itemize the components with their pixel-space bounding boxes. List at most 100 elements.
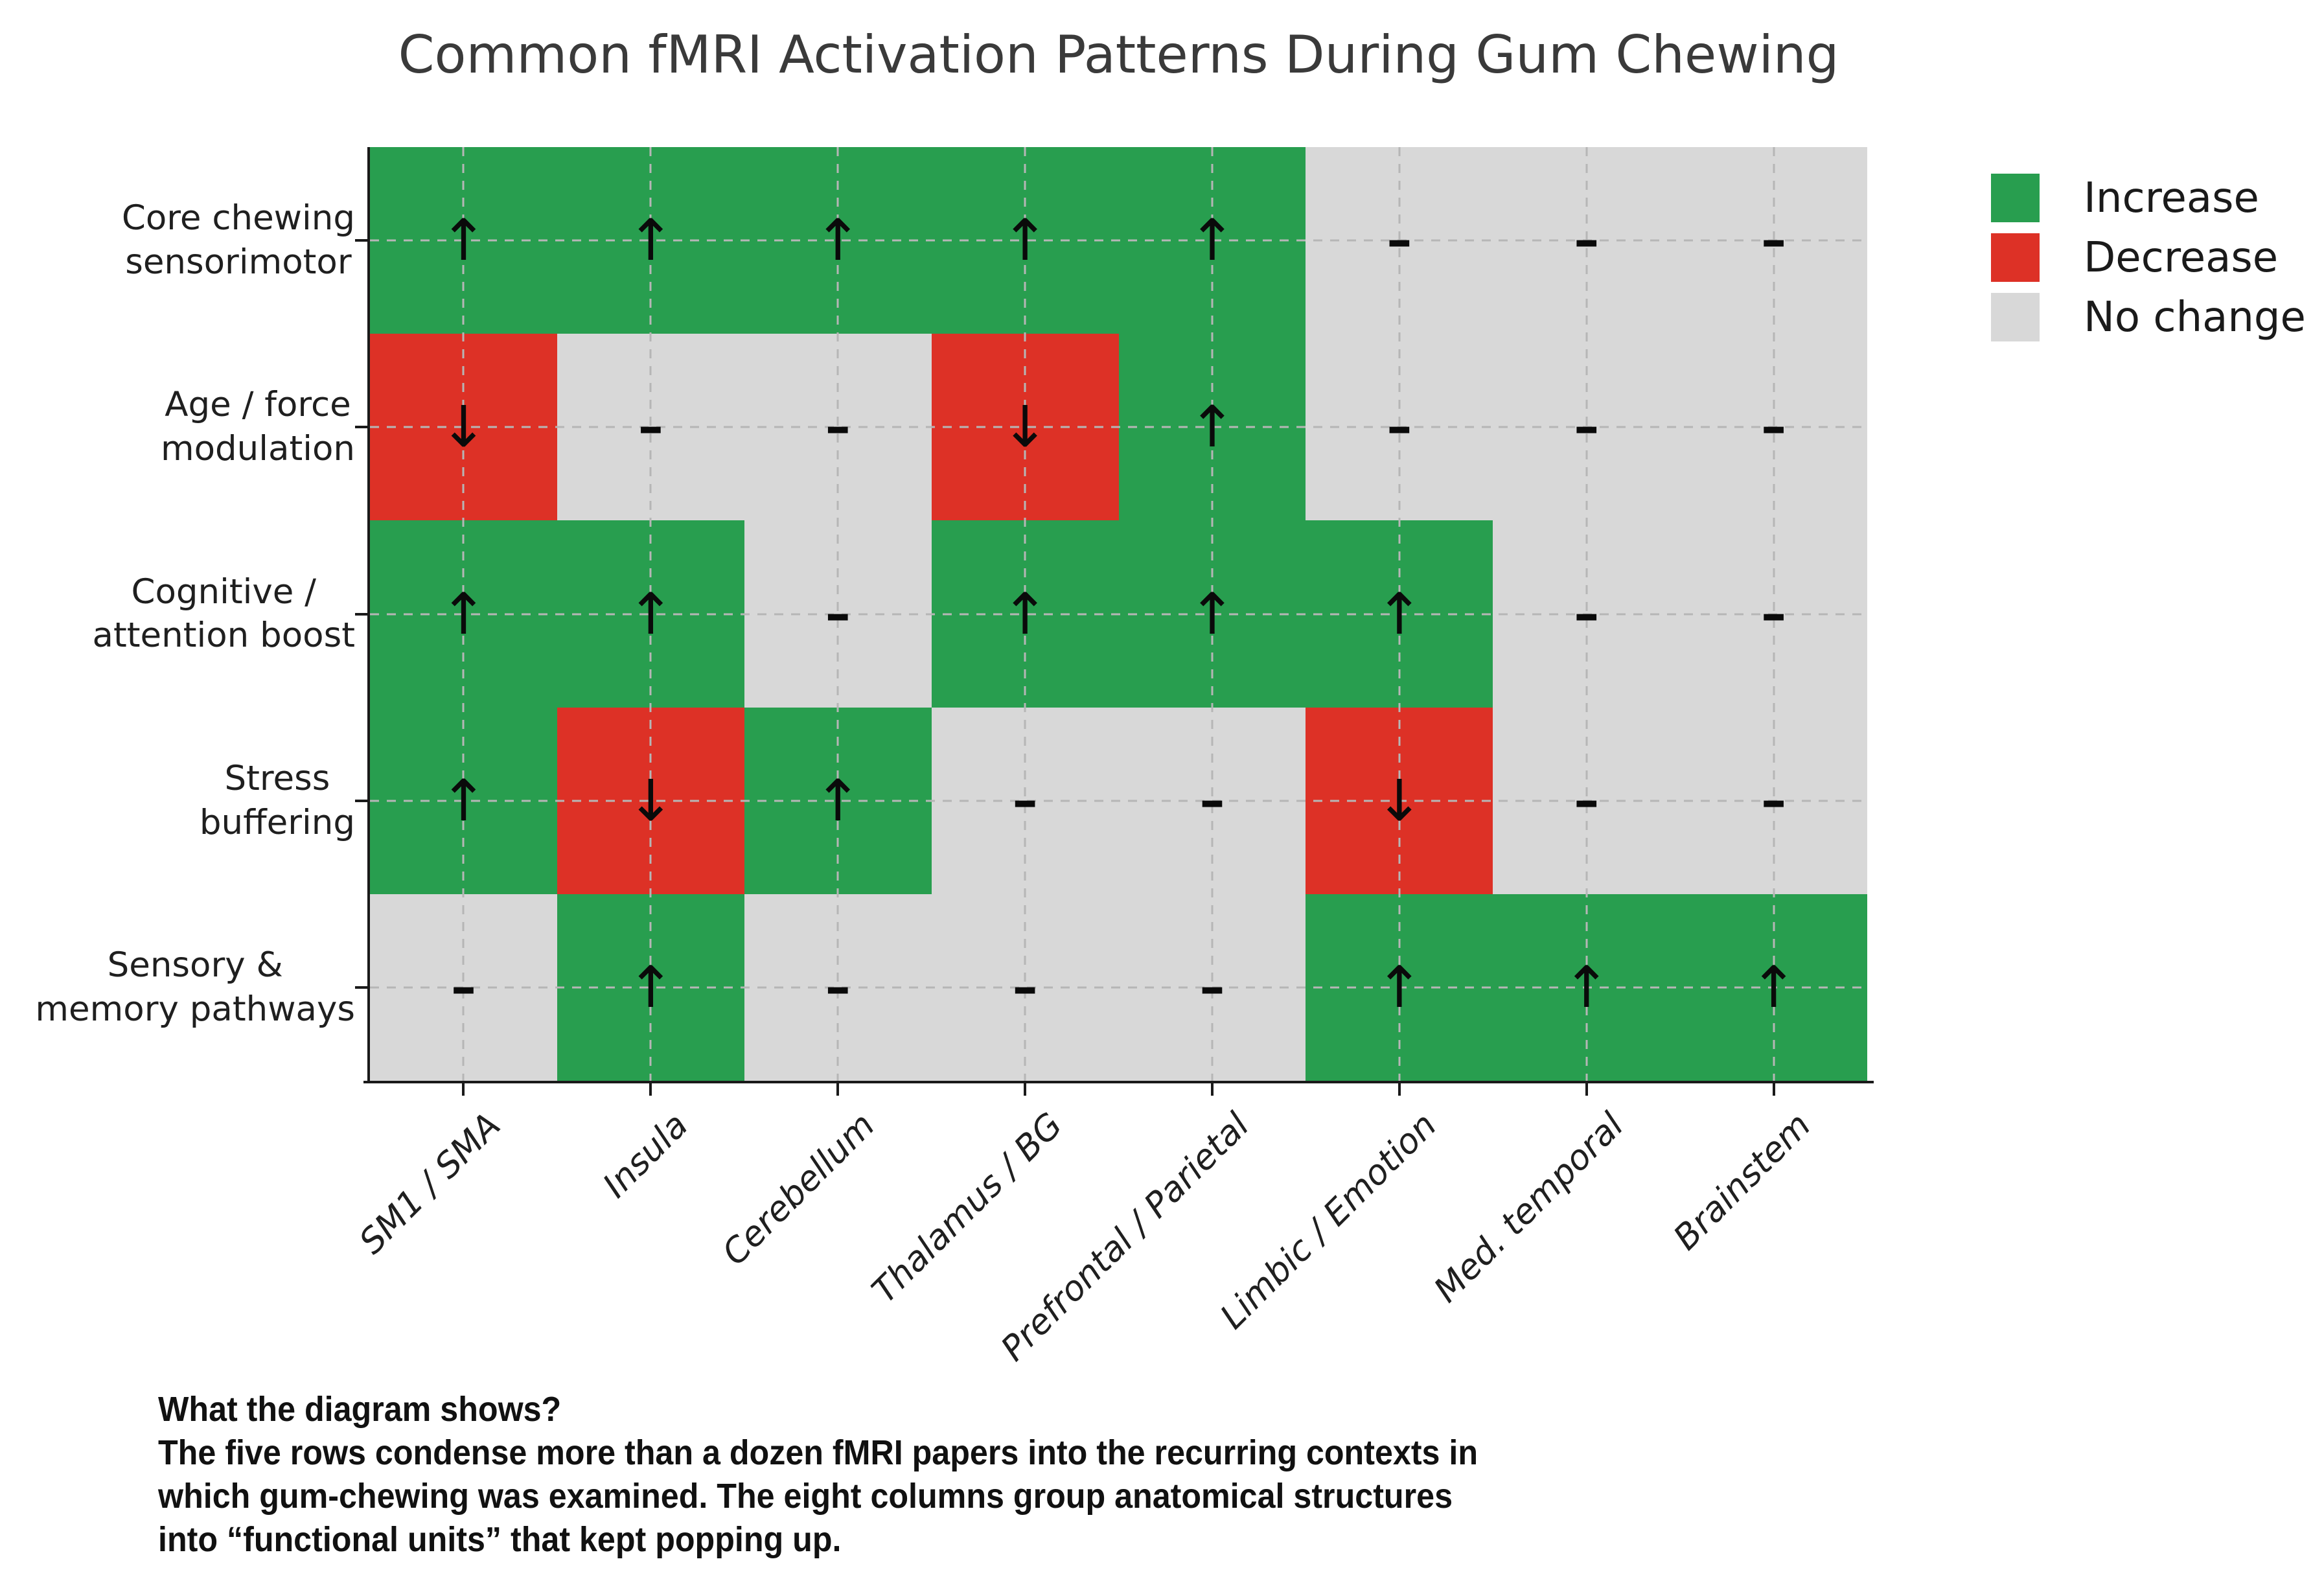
legend: Increase Decrease No change (1991, 174, 2306, 352)
no-change-dash-icon: – (1012, 958, 1038, 1017)
x-axis-label: Brainstem (1666, 1105, 1819, 1258)
no-change-dash-icon: – (638, 398, 663, 457)
y-axis-spine (367, 147, 370, 1083)
y-axis-label-line: Core chewing (121, 198, 355, 238)
no-change-dash-icon: – (1574, 584, 1600, 643)
y-tick (355, 612, 367, 616)
gridline-horizontal (370, 426, 1867, 428)
decrease-swatch-icon (1991, 233, 2040, 282)
y-axis-label: Cognitive /attention boost (0, 570, 356, 658)
x-tick (1772, 1083, 1775, 1096)
caption-line-2: The five rows condense more than a dozen… (158, 1433, 1478, 1472)
increase-arrow-icon: ↑ (1188, 393, 1236, 461)
y-axis-label-text: Cognitive /attention boost (93, 570, 356, 658)
x-tick (1398, 1083, 1401, 1096)
no-change-dash-icon: – (1386, 398, 1412, 457)
no-change-dash-icon: – (825, 398, 851, 457)
increase-arrow-icon: ↑ (1749, 953, 1798, 1021)
increase-arrow-icon: ↑ (814, 207, 862, 274)
x-tick (462, 1083, 465, 1096)
gridline-horizontal (370, 986, 1867, 989)
no-change-dash-icon: – (1012, 771, 1038, 830)
no-change-dash-icon: – (825, 958, 851, 1017)
no-change-swatch-icon (1991, 293, 2040, 341)
no-change-dash-icon: – (1761, 211, 1787, 270)
no-change-dash-icon: – (450, 958, 476, 1017)
decrease-arrow-icon: ↓ (1001, 393, 1049, 461)
no-change-dash-icon: – (1574, 211, 1600, 270)
no-change-dash-icon: – (1761, 398, 1787, 457)
gridline-horizontal (370, 800, 1867, 802)
x-axis-label: Insula (595, 1105, 696, 1206)
x-tick (1210, 1083, 1214, 1096)
legend-item-decrease: Decrease (1991, 233, 2306, 282)
increase-arrow-icon: ↑ (627, 580, 675, 647)
y-axis-label-line: memory pathways (35, 989, 355, 1029)
y-tick (355, 426, 367, 429)
x-axis-label: Thalamus / BG (864, 1105, 1070, 1311)
y-axis-label-line: Sensory & (107, 945, 283, 986)
increase-arrow-icon: ↑ (439, 207, 488, 274)
increase-arrow-icon: ↑ (439, 580, 488, 647)
legend-label-decrease: Decrease (2084, 233, 2279, 282)
chart-title: Common fMRI Activation Patterns During G… (398, 25, 1839, 85)
increase-arrow-icon: ↑ (1375, 953, 1423, 1021)
no-change-dash-icon: – (1574, 398, 1600, 457)
x-tick (1585, 1083, 1588, 1096)
legend-label-increase: Increase (2084, 174, 2259, 222)
y-axis-label: Sensory &memory pathways (0, 943, 355, 1032)
y-tick (355, 799, 367, 802)
decrease-arrow-icon: ↓ (1375, 767, 1423, 834)
increase-arrow-icon: ↑ (1001, 580, 1049, 647)
no-change-dash-icon: – (825, 584, 851, 643)
caption-line-3: which gum-chewing was examined. The eigh… (158, 1477, 1453, 1516)
y-axis-label-line: Cognitive / (131, 571, 317, 612)
heatmap-plot-area: ↑↑↑↑↑–––↓––↓↑–––↑↑–↑↑↑––↑↓↑––↓–––↑–––↑↑↑ (370, 147, 1867, 1081)
no-change-dash-icon: – (1574, 771, 1600, 830)
y-axis-label-text: Sensory &memory pathways (35, 943, 355, 1032)
decrease-arrow-icon: ↓ (627, 767, 675, 834)
x-tick (1024, 1083, 1027, 1096)
y-axis-label-line: sensorimotor (125, 242, 352, 283)
increase-arrow-icon: ↑ (1001, 207, 1049, 274)
y-axis-label-line: Age / force (165, 385, 351, 425)
gridline-horizontal (370, 613, 1867, 615)
y-tick (355, 239, 367, 242)
caption-line-1: What the diagram shows? (158, 1390, 562, 1429)
y-axis-label-line: attention boost (92, 616, 356, 656)
caption: What the diagram shows? The five rows co… (158, 1388, 1478, 1562)
increase-arrow-icon: ↑ (1562, 953, 1611, 1021)
y-axis-label-line: buffering (199, 802, 355, 842)
caption-line-4: into “functional units” that kept poppin… (158, 1520, 842, 1559)
no-change-dash-icon: – (1761, 584, 1787, 643)
increase-arrow-icon: ↑ (1188, 580, 1236, 647)
legend-item-increase: Increase (1991, 174, 2306, 222)
x-axis-label: Med. temporal (1426, 1105, 1631, 1310)
increase-arrow-icon: ↑ (1375, 580, 1423, 647)
y-axis-label-line: modulation (160, 429, 355, 469)
increase-arrow-icon: ↑ (627, 207, 675, 274)
x-tick (649, 1083, 652, 1096)
x-axis-spine (363, 1081, 1874, 1083)
x-axis-label: Cerebellum (715, 1105, 883, 1273)
legend-label-no-change: No change (2084, 293, 2306, 341)
no-change-dash-icon: – (1199, 958, 1225, 1017)
increase-arrow-icon: ↑ (814, 767, 862, 834)
y-axis-label-line: Stress (224, 758, 330, 798)
legend-item-no-change: No change (1991, 293, 2306, 341)
increase-arrow-icon: ↑ (1188, 207, 1236, 274)
no-change-dash-icon: – (1761, 771, 1787, 830)
increase-arrow-icon: ↑ (439, 767, 488, 834)
y-tick (355, 986, 367, 989)
x-axis-label: SM1 / SMA (352, 1105, 509, 1262)
x-tick (836, 1083, 840, 1096)
increase-arrow-icon: ↑ (627, 953, 675, 1021)
no-change-dash-icon: – (1386, 211, 1412, 270)
